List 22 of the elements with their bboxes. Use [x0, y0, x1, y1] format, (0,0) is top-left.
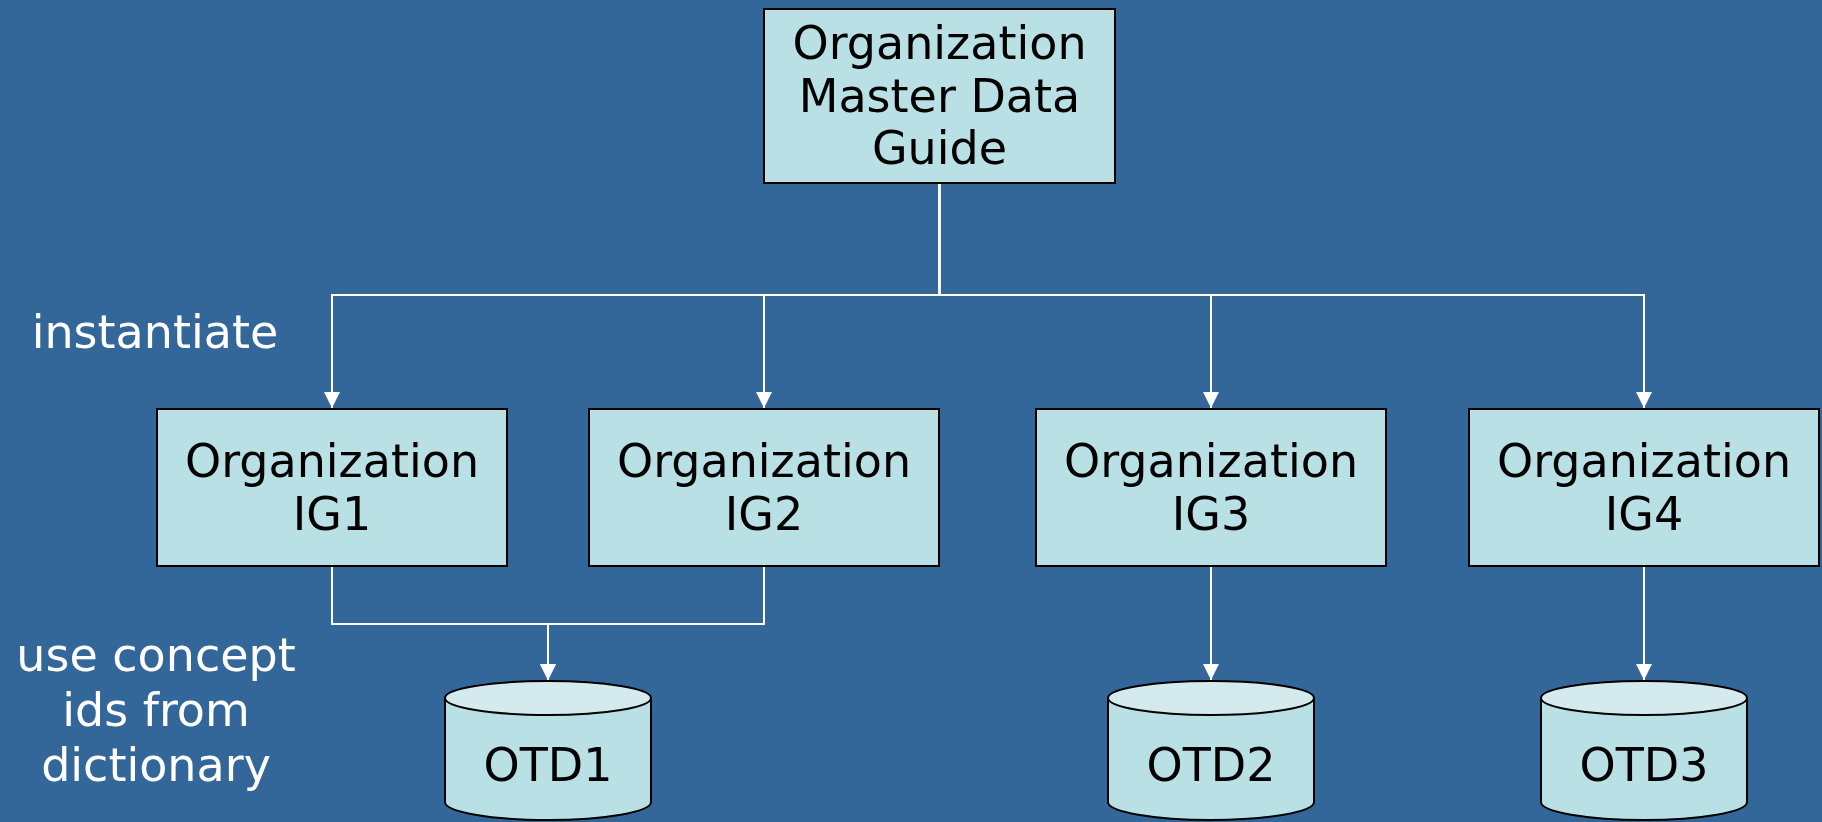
node-label: Organization IG3 — [1062, 434, 1360, 541]
process-box — [1035, 408, 1387, 567]
node-label: Organization Master Data Guide — [791, 16, 1088, 176]
process-box — [1468, 408, 1820, 567]
node-label: OTD3 — [1579, 738, 1709, 792]
database-cylinder — [1107, 680, 1315, 820]
node-label: OTD2 — [1146, 738, 1276, 792]
node-label: Organization IG2 — [615, 434, 913, 541]
arrow — [1636, 566, 1652, 681]
process-box — [588, 408, 940, 567]
annotation-text: use concept ids from dictionary — [15, 628, 297, 794]
node-label: OTD1 — [483, 738, 613, 792]
arrow — [938, 183, 1652, 409]
process-box — [156, 408, 508, 567]
process-box — [763, 8, 1116, 184]
annotation-text: instantiate — [30, 305, 280, 361]
arrow — [1203, 566, 1219, 681]
database-cylinder — [1540, 680, 1748, 820]
node-label: Organization IG1 — [183, 434, 481, 541]
arrow — [540, 566, 765, 681]
node-label: Organization IG4 — [1495, 434, 1793, 541]
database-cylinder — [444, 680, 652, 820]
